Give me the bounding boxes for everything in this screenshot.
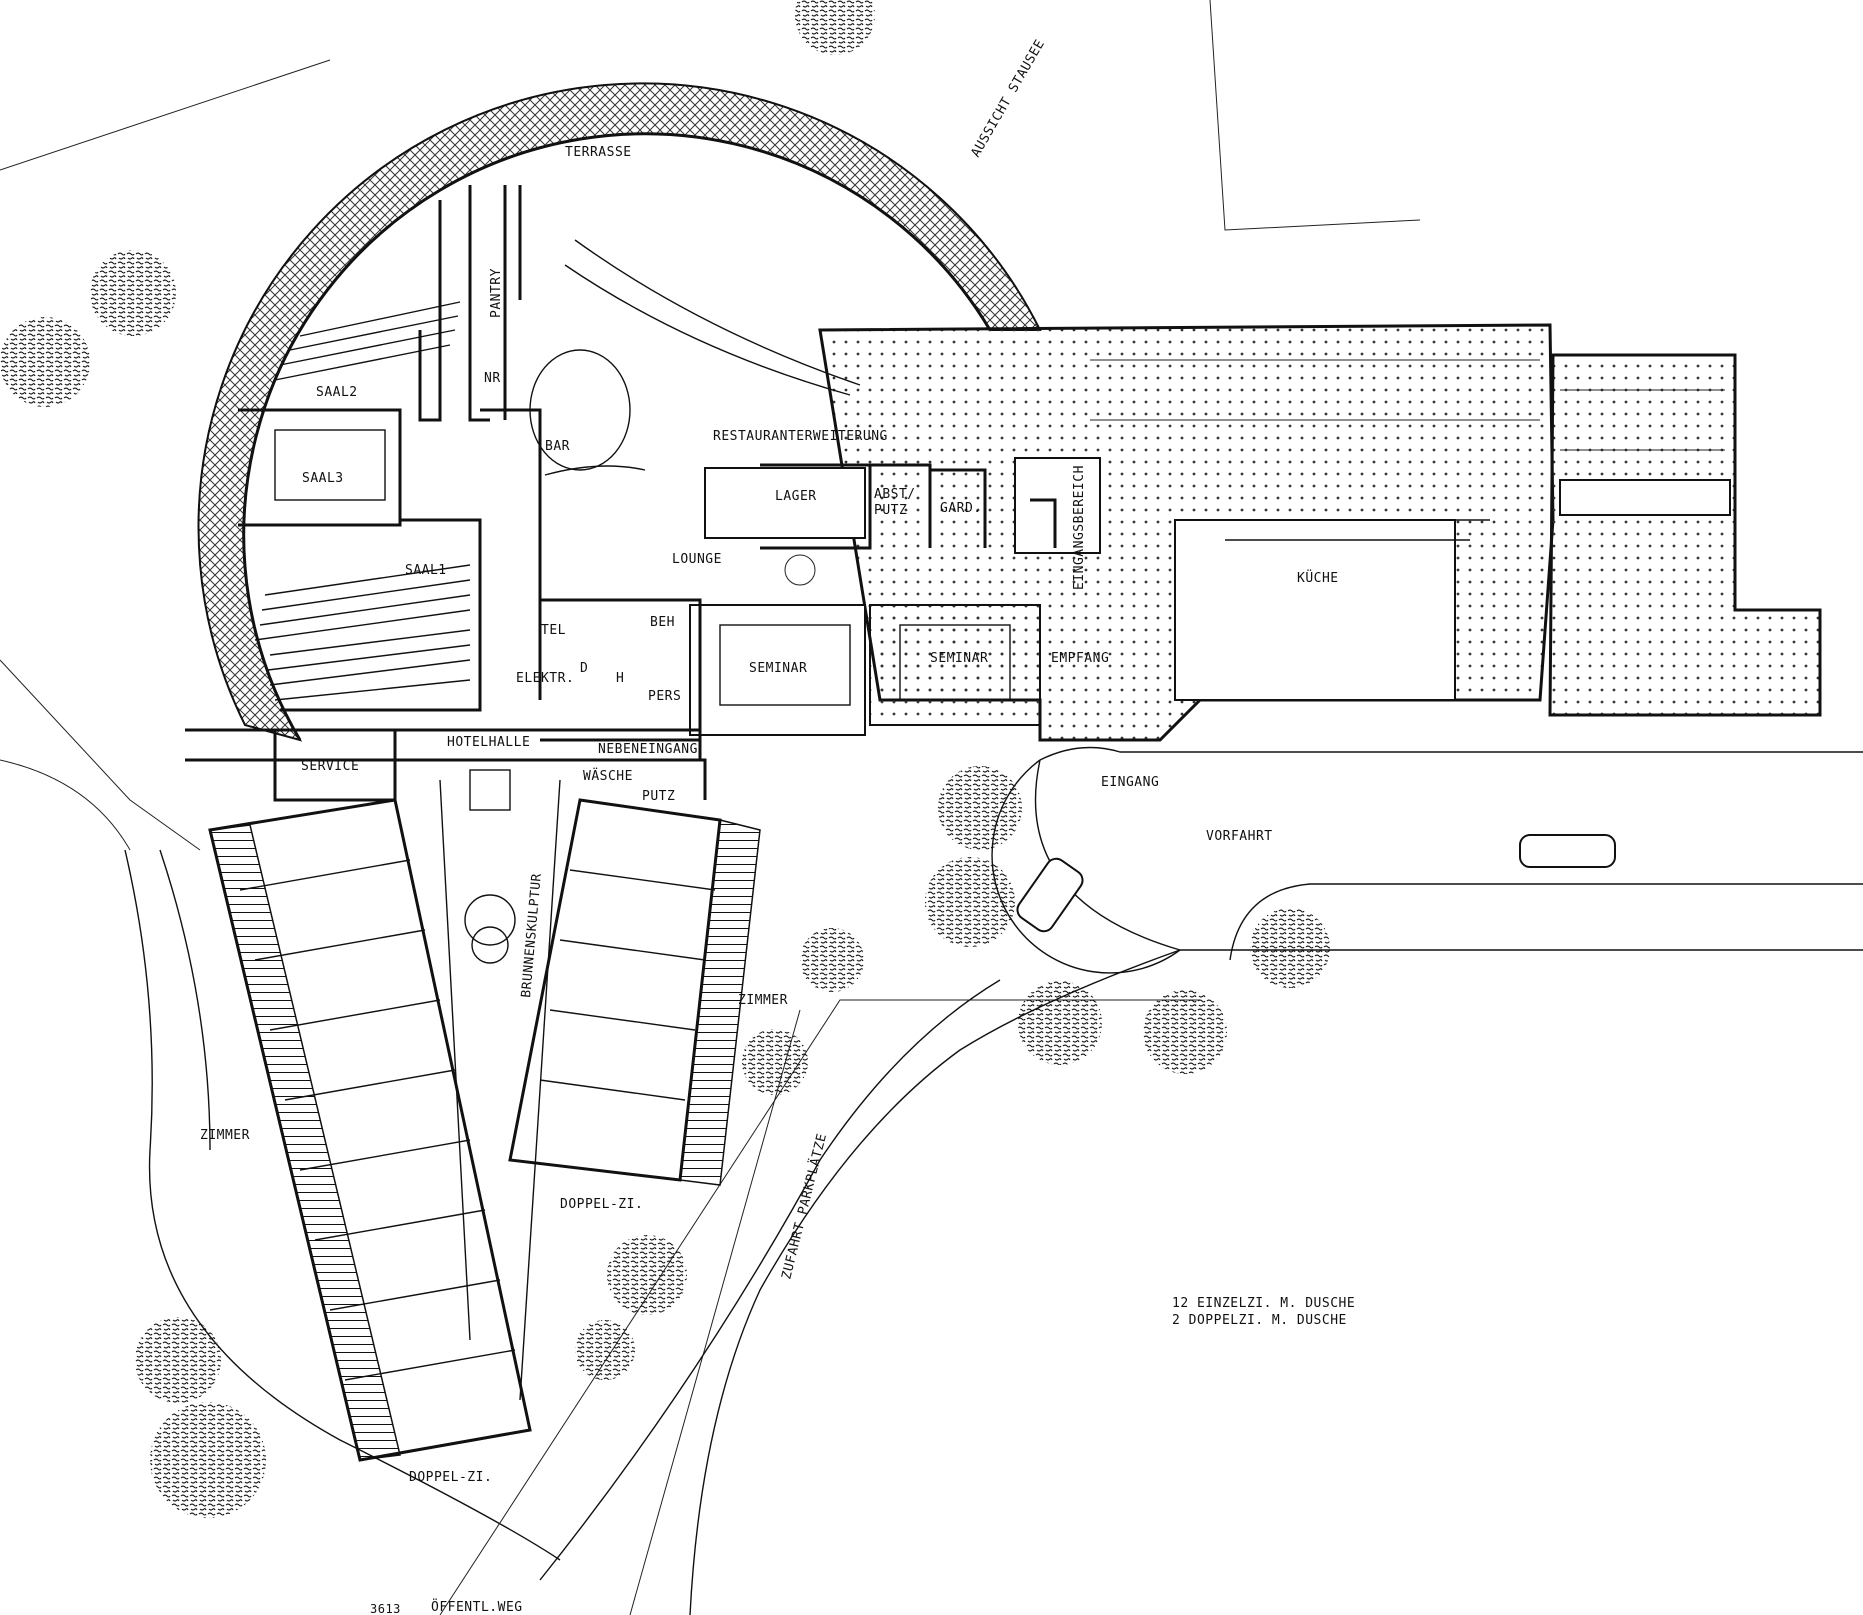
label-lager: LAGER xyxy=(775,489,817,504)
label-abst: ABST/ xyxy=(874,487,916,502)
dotted-zones xyxy=(689,323,1822,742)
trees xyxy=(0,0,1330,1518)
label-kueche: KÜCHE xyxy=(1297,569,1339,586)
room-wing-left xyxy=(208,798,532,1462)
tree-icon xyxy=(0,317,90,407)
seating-rows xyxy=(254,239,861,701)
tree-icon xyxy=(1143,990,1227,1074)
label-eingang: EINGANG xyxy=(1101,775,1159,790)
label-empfang: EMPFANG xyxy=(1051,651,1109,666)
label-corner-number: 3613 xyxy=(370,1602,401,1615)
tree-icon xyxy=(90,250,176,336)
tree-icon xyxy=(742,1029,808,1095)
tree-icon xyxy=(607,1235,687,1315)
label-saal3: SAAL3 xyxy=(302,471,344,486)
label-vorfahrt: VORFAHRT xyxy=(1206,829,1273,844)
label-eingangsbereich: EINGANGSBEREICH xyxy=(1072,465,1087,590)
label-aussicht-stausee: AUSSICHT STAUSEE xyxy=(968,37,1048,160)
label-putz-top: PUTZ xyxy=(874,503,907,518)
building-walls xyxy=(185,185,1057,802)
car-icon xyxy=(1519,834,1616,868)
label-note-2: 2 DOPPELZI. M. DUSCHE xyxy=(1172,1313,1347,1328)
label-saal2: SAAL2 xyxy=(316,385,358,400)
label-waesche: WÄSCHE xyxy=(583,768,633,784)
label-zufahrt-parkplaetze: ZUFAHRT PARKPLÄTZE xyxy=(778,1132,830,1281)
label-tel: TEL xyxy=(541,623,566,638)
tree-icon xyxy=(150,1402,266,1518)
label-seminar-1: SEMINAR xyxy=(749,661,807,676)
seminar-tables xyxy=(719,519,1490,706)
car-icon xyxy=(1016,857,1084,933)
label-nebeneingang: NEBENEINGANG xyxy=(598,742,698,757)
tree-icon xyxy=(925,857,1015,947)
label-putz: PUTZ xyxy=(642,789,675,804)
label-elektr: ELEKTR. xyxy=(516,671,574,686)
label-seminar-2: SEMINAR xyxy=(930,651,988,666)
room-wing-right xyxy=(508,798,761,1186)
restaurant-tables xyxy=(1090,359,1731,516)
label-hotelhalle: HOTELHALLE xyxy=(447,735,530,750)
label-h: H xyxy=(616,671,624,686)
tree-icon xyxy=(938,766,1022,850)
label-zimmer-right: ZIMMER xyxy=(738,993,788,1008)
label-oeffentl-weg: ÖFFENTL.WEG xyxy=(431,1598,523,1615)
label-pantry: PANTRY xyxy=(489,268,504,318)
tree-icon xyxy=(575,1320,635,1380)
label-saal1: SAAL1 xyxy=(405,563,447,578)
label-beh: BEH xyxy=(650,615,675,630)
label-doppel-zi-2: DOPPEL-ZI. xyxy=(409,1470,492,1485)
label-gard: GARD. xyxy=(940,501,982,516)
label-bar: BAR xyxy=(545,439,570,454)
driveway xyxy=(991,759,1616,974)
label-nr: NR xyxy=(484,371,501,386)
label-pers: PERS xyxy=(648,689,681,704)
label-d: D xyxy=(580,661,588,676)
label-service: SERVICE xyxy=(301,759,359,774)
label-zimmer-left: ZIMMER xyxy=(200,1128,250,1143)
tree-icon xyxy=(795,0,875,55)
label-lounge: LOUNGE xyxy=(672,552,722,567)
label-brunnenskulptur: BRUNNENSKULPTUR xyxy=(519,873,545,999)
label-doppel-zi-1: DOPPEL-ZI. xyxy=(560,1197,643,1212)
label-note-1: 12 EINZELZI. M. DUSCHE xyxy=(1172,1296,1355,1311)
tree-icon xyxy=(135,1317,221,1403)
tree-icon xyxy=(1250,908,1330,988)
tree-icon xyxy=(800,928,864,992)
courtyard xyxy=(439,769,561,1401)
label-terrasse: TERRASSE xyxy=(565,145,632,160)
tree-icon xyxy=(1018,981,1102,1065)
label-restaurant: RESTAURANTERWEITERUNG xyxy=(713,429,888,444)
